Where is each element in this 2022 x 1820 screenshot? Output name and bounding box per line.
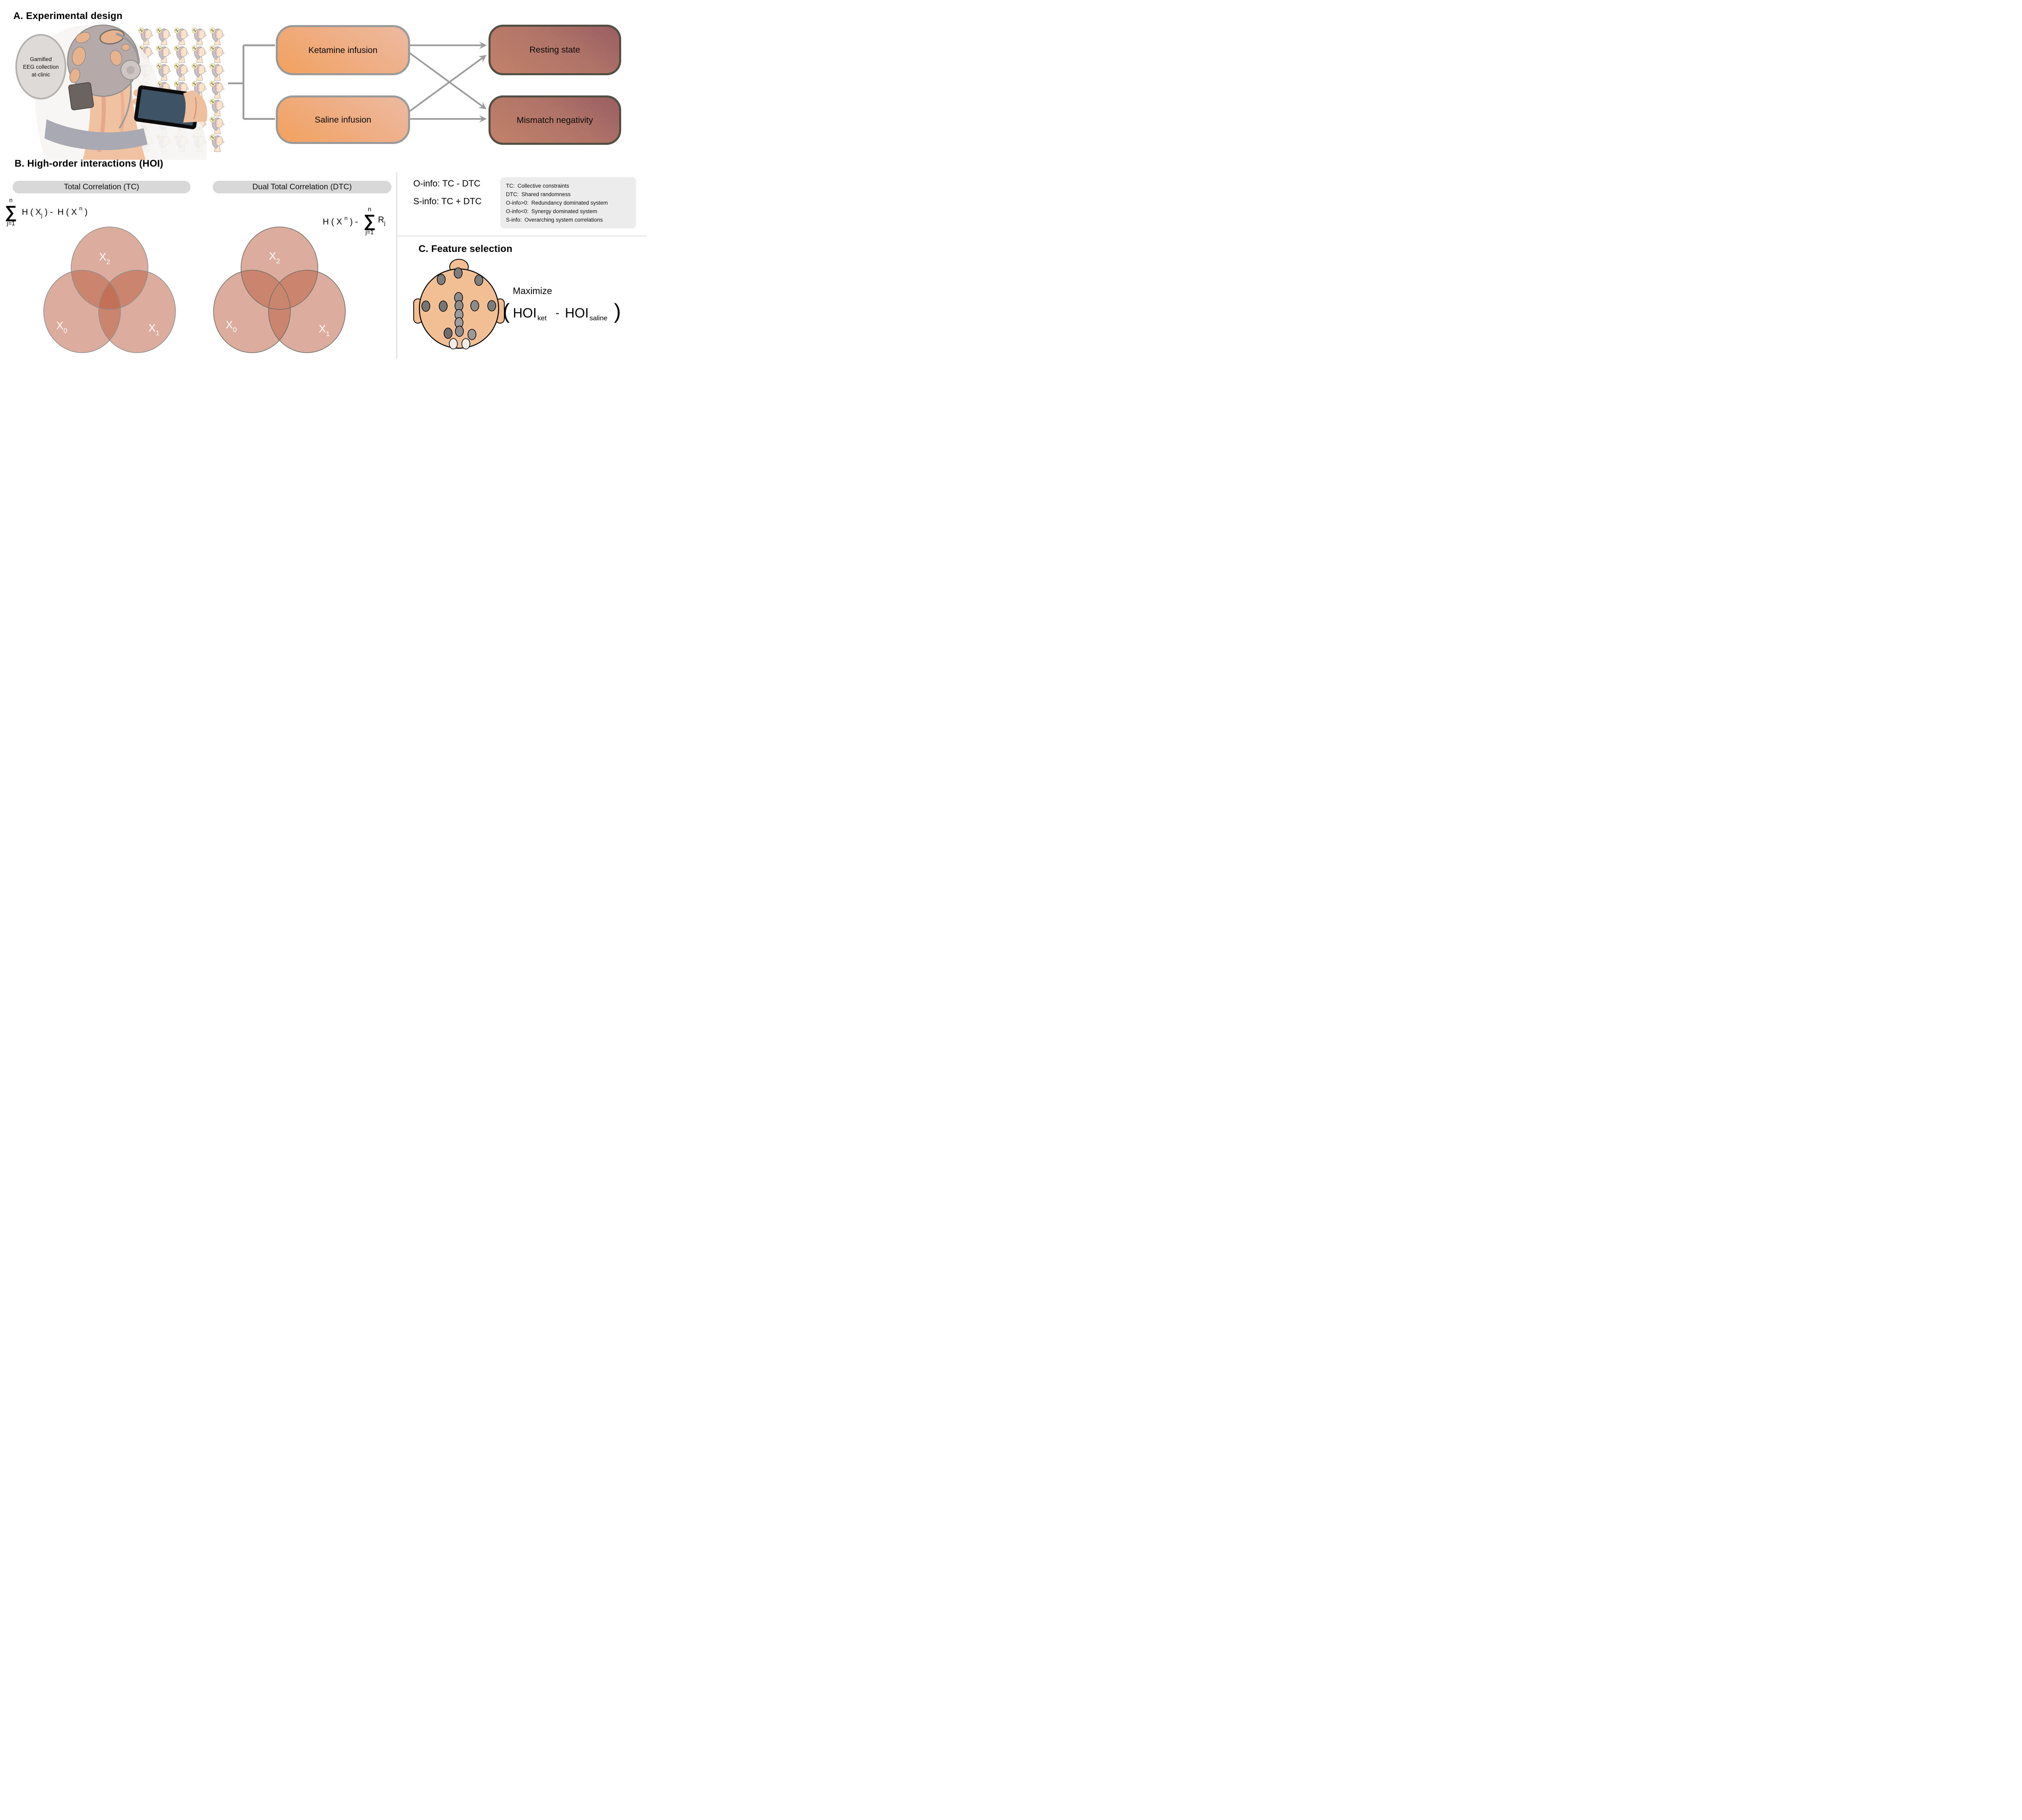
- hoi-saline: HOI: [565, 305, 589, 320]
- badge-line3: at-clinic: [32, 71, 50, 78]
- resting-state-label: Resting state: [529, 45, 580, 55]
- branch-connector: [228, 44, 275, 120]
- electrodes: [421, 267, 496, 349]
- dtc-formula: H ( X n ) - n ∑ j=1 Rj: [323, 205, 385, 236]
- horizontal-divider: [397, 235, 647, 237]
- panel-c-title: C. Feature selection: [419, 243, 513, 254]
- mismatch-box: Mismatch negativity: [489, 95, 621, 145]
- tc-sigma: n ∑ j=1: [5, 197, 17, 227]
- dtc-expression-right: Rj: [375, 215, 386, 226]
- tc-formula: n ∑ j=1 H ( Xj ) - H ( X n ): [5, 197, 88, 227]
- electrode: [467, 329, 476, 340]
- tc-expression: H ( Xj ) - H ( X n ): [21, 205, 88, 219]
- arrow-ketamine-mismatch: [406, 50, 486, 110]
- panel-a-title: A. Experimental design: [13, 11, 123, 21]
- dtc-venn-label-x0: X0: [226, 319, 237, 334]
- saline-box-label: Saline infusion: [315, 114, 371, 125]
- open-paren: (: [503, 300, 510, 323]
- electrode: [437, 274, 446, 285]
- dtc-venn-label-x1: X1: [319, 323, 330, 338]
- tablet-screen: [137, 89, 197, 126]
- legend-row-tc: TC:Collective constraints: [506, 183, 569, 189]
- hoi-difference-formula: ( HOI ket - HOI saline ): [503, 300, 621, 323]
- ketamine-box-label: Ketamine infusion: [308, 45, 378, 55]
- electrode-head-map: [413, 259, 505, 349]
- badge-line1: Gamified: [30, 56, 52, 62]
- tc-header-label: Total Correlation (TC): [63, 182, 140, 191]
- tablet-group: [133, 85, 207, 129]
- figure-page: A. Experimental design: [0, 0, 647, 364]
- tc-venn-label-x1: X1: [148, 322, 159, 337]
- ketamine-box: Ketamine infusion: [276, 25, 410, 75]
- dtc-header-label: Dual Total Correlation (DTC): [252, 182, 352, 191]
- eeg-collection-illustration: [35, 24, 225, 160]
- electrode: [444, 328, 453, 339]
- dtc-header-pill: Dual Total Correlation (DTC): [213, 181, 391, 193]
- oinfo-sinfo-block: O-info: TC - DTC S-info: TC + DTC: [413, 177, 482, 208]
- mismatch-label: Mismatch negativity: [516, 115, 593, 125]
- right-hand: [183, 90, 207, 123]
- close-paren: ): [614, 300, 621, 323]
- tc-venn-label-x0: X0: [56, 320, 67, 334]
- hoi-ket: HOI: [513, 305, 537, 320]
- sinfo-line: S-info: TC + DTC: [413, 196, 482, 206]
- dtc-expression-left: H ( X n ) -: [323, 214, 360, 226]
- panel-b-title: B. High-order interactions (HOI): [15, 158, 163, 169]
- hoi-legend-box: TC:Collective constraints DTC:Shared ran…: [500, 177, 636, 229]
- electrode: [454, 267, 463, 279]
- resting-state-box: Resting state: [489, 25, 621, 75]
- legend-row-sinfo: S-info:Overarching system correlations: [506, 217, 603, 223]
- electrode: [487, 300, 496, 311]
- chin-strap: [118, 79, 132, 129]
- vertical-divider: [396, 172, 398, 359]
- arrow-saline-resting: [406, 55, 486, 114]
- patient: [44, 24, 148, 160]
- legend-row-oinfo-neg: O-info<0:Synergy dominated system: [506, 208, 597, 214]
- electrode-reference: [449, 338, 458, 349]
- dtc-venn-label-x2: X2: [269, 250, 280, 265]
- legend-row-oinfo-pos: O-info>0:Redundancy dominated system: [506, 200, 608, 206]
- tc-venn-diagram: X2 X0 X1: [43, 226, 176, 353]
- electrode: [439, 301, 448, 312]
- badge-line2: EEG collection: [23, 63, 59, 70]
- saline-box: Saline infusion: [276, 95, 410, 144]
- electrode: [455, 326, 464, 337]
- electrode: [470, 300, 479, 311]
- oinfo-line: O-info: TC - DTC: [413, 178, 480, 188]
- tc-header-pill: Total Correlation (TC): [13, 181, 190, 193]
- gamified-badge: Gamified EEG collection at-clinic: [15, 34, 66, 99]
- electrode: [474, 275, 483, 286]
- tc-venn-label-x2: X2: [99, 251, 110, 266]
- electrode-reference: [461, 338, 470, 349]
- dtc-venn-diagram: X2 X0 X1: [213, 226, 346, 353]
- collar-band: [44, 119, 148, 150]
- maximize-label: Maximize: [513, 286, 552, 296]
- dtc-sigma: n ∑ j=1: [363, 206, 376, 236]
- electrode: [421, 301, 430, 312]
- legend-row-dtc: DTC:Shared randomness: [506, 191, 571, 197]
- eeg-amplifier: [68, 82, 94, 110]
